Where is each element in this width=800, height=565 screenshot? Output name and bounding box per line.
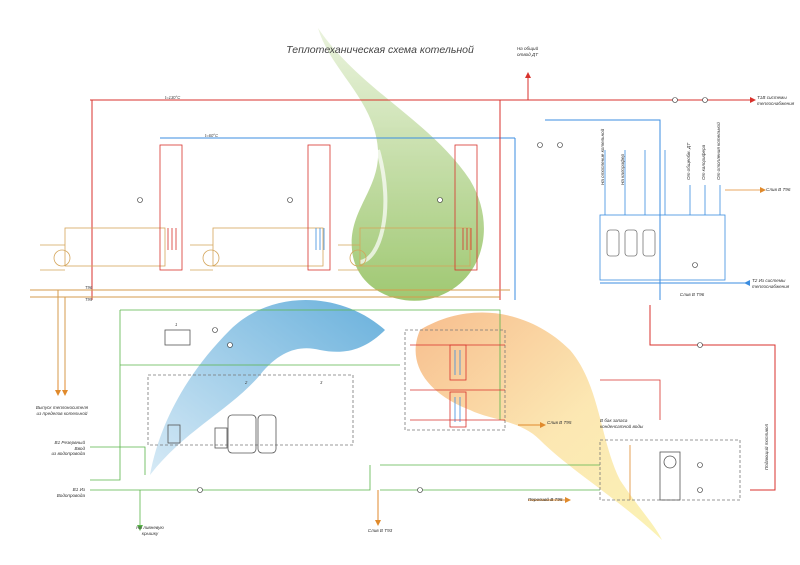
label-b1-reserve: В1 Резервный Ввод из водопровода [51, 440, 86, 457]
arrowheads [55, 72, 766, 531]
line-tag-t96: Т96 [85, 285, 93, 290]
line-tag-3: 3 [320, 380, 323, 385]
leaf-green [318, 28, 484, 301]
line-tag-t95: Т95 [85, 297, 93, 302]
valve-symbols [137, 97, 708, 493]
label-t1b-supply: Т1В системы теплоснабжения [757, 95, 795, 106]
drain-lines [57, 380, 565, 520]
label-drain-t93: Слив В Т93 [367, 528, 393, 533]
label-drain-t95: Слив В Т95 [547, 420, 572, 425]
label-to-sewer: На ливневую крышку [136, 525, 164, 536]
diagram-title: Теплотеханическая схема котельной [286, 44, 474, 56]
label-drain-t96-mid: Слив В Т96 [679, 292, 705, 297]
heat-exchangers [404, 329, 741, 501]
label-release-coolant: Выпуск теплоносителя из пределов котельн… [35, 405, 89, 416]
label-b1-from-water: В1 Из Водопровода [56, 487, 85, 498]
leaf-blue [150, 300, 385, 475]
distribution-block [599, 150, 760, 281]
label-vertical-fuel-supply: Подающий топливоп [764, 423, 769, 470]
label-vertical-from-room-heating: От отопления котельной [716, 122, 721, 180]
temp-tag-supply: t=130°C [165, 95, 181, 100]
temp-tag-return: t=60°C [205, 133, 218, 138]
boiler-units [40, 144, 478, 271]
label-t2-return: Т2 Из системы теплоснабжения [752, 278, 790, 289]
label-to-common-stack: На общий отвод ДТ [516, 46, 539, 57]
label-vertical-from-heater: От калорифера [701, 144, 706, 180]
boiler-coils [167, 228, 472, 250]
label-to-condensate: Переливй В Т95 [528, 497, 563, 502]
line-tag-1: 1 [175, 322, 178, 327]
water-treatment [90, 309, 600, 525]
supply-lines [30, 78, 776, 491]
label-to-tank: В бак запаса конденсатной воды [600, 418, 644, 429]
label-drain-t96-right: Слив В Т96 [766, 187, 791, 192]
label-vertical-from-stack: От общеобм. ДТ [686, 142, 691, 180]
label-vertical-heating-room: На отопление котельной [600, 128, 605, 185]
label-vertical-to-heater: На калорифер [620, 153, 625, 185]
line-tag-2: 2 [245, 380, 248, 385]
